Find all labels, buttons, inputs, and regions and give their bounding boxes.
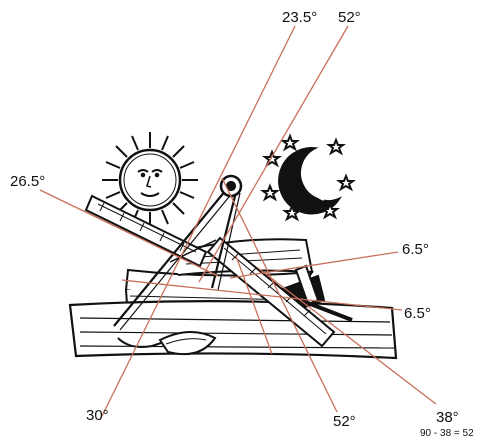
label-right-upper-angle: 6.5° [402, 241, 429, 258]
label-left-angle: 26.5° [10, 173, 45, 190]
label-bottom-middle-angle: 52° [333, 413, 356, 430]
line-38 [257, 267, 437, 405]
line-square-arm [235, 255, 273, 355]
line-26-5 [39, 189, 219, 277]
sun-icon [102, 132, 198, 228]
star-icon [260, 133, 356, 222]
line-52-top [198, 25, 349, 283]
label-right-lower-angle: 6.5° [404, 305, 431, 322]
line-23-5 [99, 25, 296, 421]
label-top-right-angle: 52° [338, 9, 361, 26]
label-bottom-right-angle: 38° [436, 409, 459, 426]
angle-labels: 23.5° 52° 26.5° 6.5° 6.5° 30° 52° 38° 90… [10, 9, 474, 439]
line-6-5-upper [229, 251, 399, 279]
compass-icon [113, 174, 243, 331]
woodcut-artwork [68, 132, 398, 360]
stone-block [68, 300, 398, 360]
trowel-icon [117, 331, 217, 356]
label-top-left-angle: 23.5° [282, 9, 317, 26]
angle-lines [39, 25, 437, 421]
line-52-bottom [221, 177, 338, 413]
label-bottom-left-angle: 30° [86, 407, 109, 424]
line-6-5-lower [121, 279, 403, 311]
label-equation: 90 - 38 = 52 [420, 428, 474, 439]
